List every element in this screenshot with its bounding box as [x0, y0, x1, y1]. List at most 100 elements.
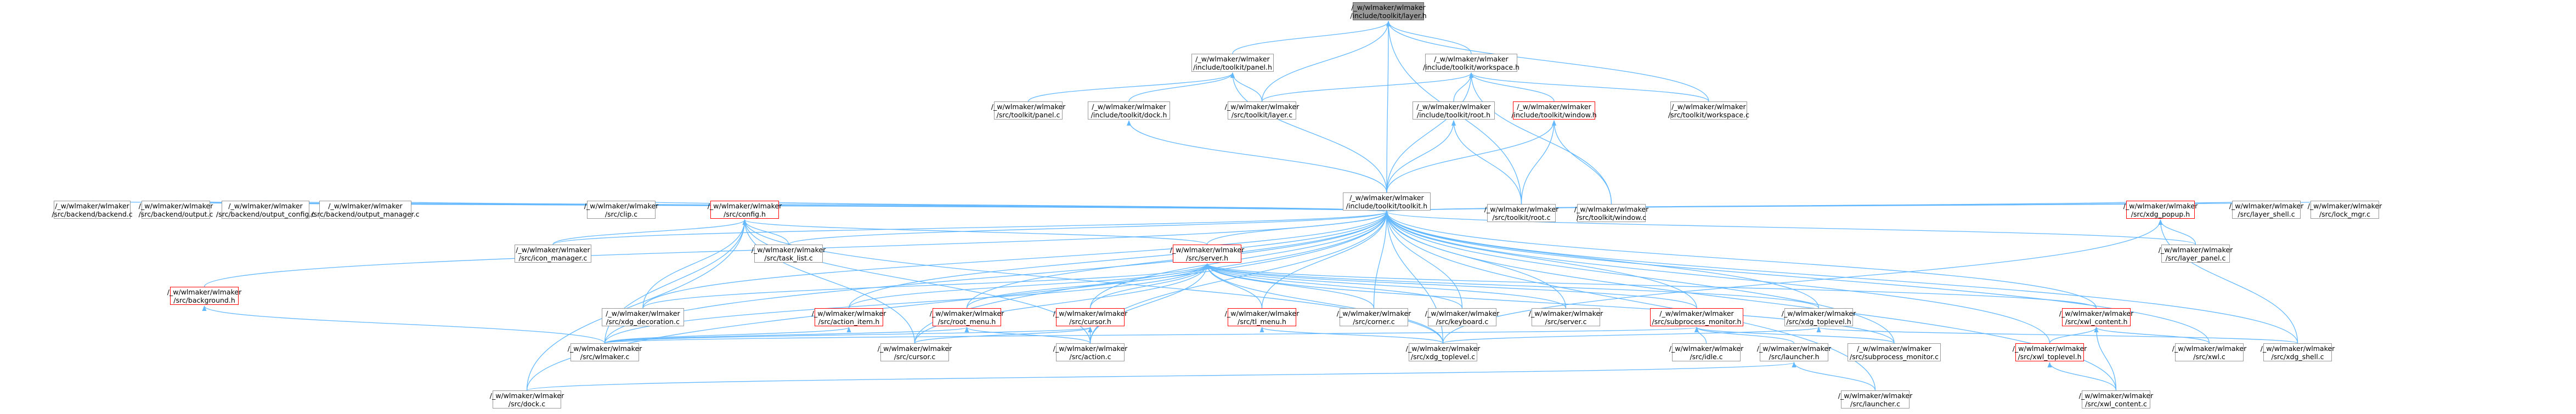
- graph-node-layer-shell-c[interactable]: /_w/wlmaker/wlmaker/src/layer_shell.c: [2229, 201, 2303, 219]
- graph-node-dock-c[interactable]: /_w/wlmaker/wlmaker/src/dock.c: [489, 390, 564, 409]
- graph-node-toolkit-h[interactable]: /_w/wlmaker/wlmaker/include/toolkit/tool…: [1343, 192, 1431, 211]
- edge-server-h-to-toolkit-h: [1206, 211, 1389, 245]
- graph-node-background-h[interactable]: /_w/wlmaker/wlmaker/src/background.h: [167, 287, 241, 305]
- edge-action-item-h-to-server-h: [848, 263, 1210, 309]
- node-label-line: /_w/wlmaker/wlmaker: [1336, 309, 1411, 317]
- node-label-line: /include/toolkit/panel.h: [1193, 63, 1272, 71]
- graph-node-clip-c[interactable]: /_w/wlmaker/wlmaker/src/clip.c: [584, 201, 658, 219]
- graph-node-subprocess-monitor-h[interactable]: /_w/wlmaker/wlmaker/src/subprocess_monit…: [1650, 308, 1743, 326]
- graph-node-server-h[interactable]: /_w/wlmaker/wlmaker/src/server.h: [1170, 245, 1244, 263]
- edge-xdg-shell-c-to-xdg-popup-h: [2158, 219, 2298, 344]
- graph-node-panel-h[interactable]: /_w/wlmaker/wlmaker/include/toolkit/pane…: [1191, 54, 1274, 72]
- graph-node-output-c[interactable]: /_w/wlmaker/wlmaker/src/backend/output.c: [139, 201, 213, 219]
- graph-node-xdg-toplevel-c[interactable]: /_w/wlmaker/wlmaker/src/xdg_toplevel.c: [1406, 343, 1480, 361]
- graph-node-launcher-h[interactable]: /_w/wlmaker/wlmaker/src/launcher.h: [1757, 343, 1831, 361]
- node-label-line: /src/server.c: [1545, 317, 1587, 326]
- node-label-line: /_w/wlmaker/wlmaker: [1416, 102, 1491, 111]
- node-label-line: /_w/wlmaker/wlmaker: [2012, 344, 2087, 353]
- node-label-line: /_w/wlmaker/wlmaker: [877, 344, 952, 353]
- edge-subprocess-monitor-c-to-subprocess-monitor-h: [1694, 327, 1895, 344]
- edge-cursor-c-to-server-h: [914, 263, 1210, 344]
- node-label-line: /_w/wlmaker/wlmaker: [1669, 344, 1744, 353]
- graph-node-keyboard-c[interactable]: /_w/wlmaker/wlmaker/src/keyboard.c: [1425, 308, 1500, 326]
- edge-workspace-h-to-layer-h: [1386, 21, 1472, 54]
- graph-node-subprocess-monitor-c[interactable]: /_w/wlmaker/wlmaker/src/subprocess_monit…: [1848, 343, 1941, 361]
- graph-node-layer-c[interactable]: /_w/wlmaker/wlmaker/src/toolkit/layer.c: [1225, 101, 1299, 120]
- graph-node-config-h[interactable]: /_w/wlmaker/wlmaker/src/config.h: [707, 201, 782, 219]
- graph-node-idle-c[interactable]: /_w/wlmaker/wlmaker/src/idle.c: [1669, 343, 1744, 361]
- node-label-line: /_w/wlmaker/wlmaker: [1425, 309, 1500, 317]
- graph-node-workspace-c[interactable]: /_w/wlmaker/wlmaker/src/toolkit/workspac…: [1668, 101, 1749, 120]
- node-label-line: /_w/wlmaker/wlmaker: [2158, 245, 2233, 254]
- edge-root-c-to-root-h: [1451, 120, 1522, 205]
- node-label-line: /src/tl_menu.h: [1238, 317, 1286, 326]
- edge-wlmaker-c-to-action-item-h: [604, 327, 851, 344]
- edge-xwl-content-h-to-toolkit-h: [1385, 211, 2097, 309]
- graph-node-output-manager-c[interactable]: /_w/wlmaker/wlmaker/src/backend/output_m…: [311, 201, 420, 219]
- graph-node-xwl-content-h[interactable]: /_w/wlmaker/wlmaker/src/xwl_content.h: [2059, 308, 2134, 326]
- node-label-line: /_w/wlmaker/wlmaker: [2172, 344, 2247, 353]
- node-label-line: /_w/wlmaker/wlmaker: [328, 201, 403, 210]
- edge-xdg-toplevel-c-to-server-h: [1205, 263, 1444, 344]
- node-label-line: /_w/wlmaker/wlmaker: [489, 391, 564, 400]
- edge-xdg-decoration-c-to-server-h: [642, 263, 1210, 309]
- graph-node-xwl-toplevel-h[interactable]: /_w/wlmaker/wlmaker/src/xwl_toplevel.h: [2012, 343, 2087, 361]
- graph-node-cursor-c[interactable]: /_w/wlmaker/wlmaker/src/cursor.c: [877, 343, 952, 361]
- node-label-line: /src/layer_panel.c: [2165, 253, 2226, 262]
- graph-node-lock-mgr-c[interactable]: /_w/wlmaker/wlmaker/src/lock_mgr.c: [2308, 201, 2382, 219]
- graph-node-root-c[interactable]: /_w/wlmaker/wlmaker/src/toolkit/root.c: [1484, 204, 1558, 222]
- graph-node-server-c[interactable]: /_w/wlmaker/wlmaker/src/server.c: [1528, 308, 1603, 326]
- graph-node-task-list-c[interactable]: /_w/wlmaker/wlmaker/src/task_list.c: [752, 245, 826, 263]
- edge-subprocess-monitor-h-to-toolkit-h: [1385, 211, 1697, 309]
- graph-node-cursor-h[interactable]: /_w/wlmaker/wlmaker/src/cursor.h: [1053, 308, 1127, 326]
- node-label-line: /src/server.h: [1186, 253, 1228, 262]
- edge-xwl-content-c-to-toolkit-h: [1385, 211, 2117, 391]
- node-label-line: /src/xdg_toplevel.h: [1786, 317, 1851, 326]
- edge-xdg-decoration-c-to-toolkit-h: [642, 211, 1389, 309]
- graph-node-xwl-content-c[interactable]: /_w/wlmaker/wlmaker/src/xwl_content.c: [2079, 390, 2153, 409]
- graph-node-action-c[interactable]: /_w/wlmaker/wlmaker/src/action.c: [1053, 343, 1127, 361]
- graph-node-layer-panel-c[interactable]: /_w/wlmaker/wlmaker/src/layer_panel.c: [2158, 245, 2233, 263]
- graph-node-dock-h[interactable]: /_w/wlmaker/wlmaker/include/toolkit/dock…: [1088, 101, 1170, 120]
- edge-cursor-h-to-server-h: [1089, 263, 1210, 309]
- graph-node-action-item-h[interactable]: /_w/wlmaker/wlmaker/src/action_item.h: [812, 308, 886, 326]
- graph-node-launcher-c[interactable]: /_w/wlmaker/wlmaker/src/launcher.c: [1838, 390, 1912, 409]
- node-label-line: /src/idle.c: [1690, 352, 1723, 361]
- node-label-line: /_w/wlmaker/wlmaker: [1781, 309, 1856, 317]
- graph-node-xdg-decoration-c[interactable]: /_w/wlmaker/wlmaker/src/xdg_decoration.c: [602, 308, 684, 326]
- edge-xwl-c-to-toolkit-h: [1385, 211, 2210, 344]
- node-label-line: /src/clip.c: [605, 209, 638, 218]
- edge-window-c-to-workspace-h: [1469, 72, 1612, 205]
- edge-subprocess-monitor-c-to-server-h: [1205, 263, 1895, 344]
- graph-node-icon-manager-c[interactable]: /_w/wlmaker/wlmaker/src/icon_manager.c: [515, 245, 591, 263]
- graph-node-corner-c[interactable]: /_w/wlmaker/wlmaker/src/corner.c: [1336, 308, 1411, 326]
- graph-node-backend-c[interactable]: /_w/wlmaker/wlmaker/src/backend/backend.…: [52, 201, 133, 219]
- graph-node-xdg-popup-h[interactable]: /_w/wlmaker/wlmaker/src/xdg_popup.h: [2123, 201, 2197, 219]
- node-label-line: /src/cursor.c: [894, 352, 936, 361]
- graph-node-window-h[interactable]: /_w/wlmaker/wlmaker/include/toolkit/wind…: [1511, 101, 1597, 120]
- node-label-line: /_w/wlmaker/wlmaker: [1528, 309, 1603, 317]
- graph-node-root-h[interactable]: /_w/wlmaker/wlmaker/include/toolkit/root…: [1413, 101, 1495, 120]
- node-label-line: /src/keyboard.c: [1436, 317, 1489, 326]
- graph-node-output-config-c[interactable]: /_w/wlmaker/wlmaker/src/backend/output_c…: [216, 201, 315, 219]
- graph-node-window-c[interactable]: /_w/wlmaker/wlmaker/src/toolkit/window.c: [1574, 204, 1648, 222]
- node-label-line: /_w/wlmaker/wlmaker: [55, 201, 129, 210]
- graph-node-tl-menu-h[interactable]: /_w/wlmaker/wlmaker/src/tl_menu.h: [1225, 308, 1299, 326]
- edge-cursor-c-to-config-h: [742, 219, 916, 344]
- node-label-line: /_w/wlmaker/wlmaker: [991, 102, 1066, 111]
- node-label-line: /_w/wlmaker/wlmaker: [707, 201, 782, 210]
- edge-icon-manager-c-to-toolkit-h: [552, 211, 1389, 245]
- edge-task-list-c-to-toolkit-h: [788, 211, 1389, 245]
- node-label-line: /include/toolkit/workspace.h: [1422, 63, 1520, 71]
- graph-node-xdg-toplevel-h[interactable]: /_w/wlmaker/wlmaker/src/xdg_toplevel.h: [1781, 308, 1856, 326]
- graph-node-xdg-shell-c[interactable]: /_w/wlmaker/wlmaker/src/xdg_shell.c: [2261, 343, 2335, 361]
- graph-node-wlmaker-c[interactable]: /_w/wlmaker/wlmaker/src/wlmaker.c: [568, 343, 642, 361]
- edge-server-c-to-server-h: [1205, 263, 1567, 309]
- edge-wlmaker-c-to-background-h: [202, 305, 606, 344]
- graph-node-panel-c[interactable]: /_w/wlmaker/wlmaker/src/toolkit/panel.c: [991, 101, 1066, 120]
- node-label-line: /_w/wlmaker/wlmaker: [2059, 309, 2134, 317]
- graph-node-xwl-c[interactable]: /_w/wlmaker/wlmaker/src/xwl.c: [2172, 343, 2247, 361]
- graph-node-workspace-h[interactable]: /_w/wlmaker/wlmaker/include/toolkit/work…: [1422, 54, 1520, 72]
- graph-node-root-menu-h[interactable]: /_w/wlmaker/wlmaker/src/root_menu.h: [930, 308, 1004, 326]
- edge-launcher-c-to-toolkit-h: [1385, 211, 1876, 391]
